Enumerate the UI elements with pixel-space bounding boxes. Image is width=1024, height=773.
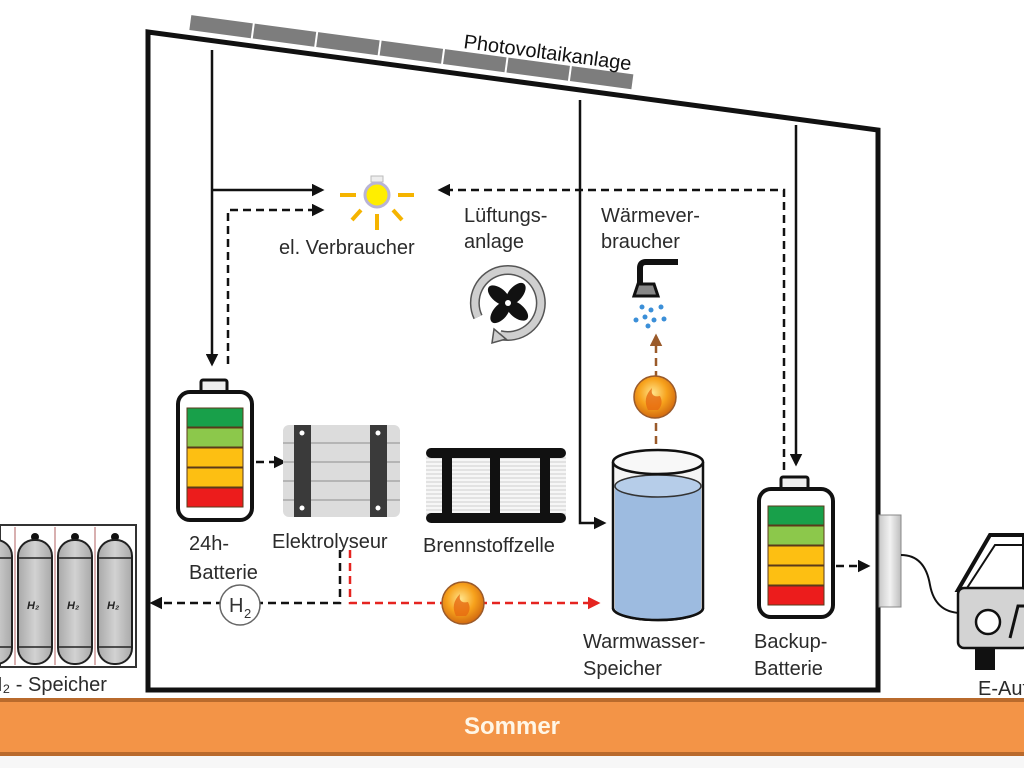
battery-level-segment xyxy=(186,447,244,468)
flame-orb-icon xyxy=(441,581,485,625)
pv-panel xyxy=(569,66,634,90)
battery-level-segment xyxy=(767,505,825,526)
bottom-strip xyxy=(0,756,1024,768)
h2-bubble xyxy=(219,584,261,626)
pv-feed-lines xyxy=(205,50,803,530)
h2-bubble-label: H xyxy=(229,595,243,617)
hotwater-label-line2: Speicher xyxy=(583,658,662,680)
h2-bubble-sub: 2 xyxy=(244,606,251,621)
wallbox-icon xyxy=(878,514,961,614)
pv-panel xyxy=(252,23,317,47)
heat-consumer-label-line2: braucher xyxy=(601,231,680,253)
hotwater-label-line1: Warmwasser- xyxy=(583,631,706,653)
h2-storage: H₂ H₂ H₂ H₂ xyxy=(0,524,137,668)
battery-backup-icon xyxy=(757,475,835,619)
h2-storage-label: H₂ - Speicher xyxy=(0,674,107,696)
h2-tank-label: H₂ xyxy=(27,600,39,612)
battery-level-segment xyxy=(186,487,244,508)
pv-panel xyxy=(316,32,380,56)
shower-icon xyxy=(631,259,678,329)
water-drops xyxy=(633,304,667,329)
pv-panel xyxy=(506,57,570,81)
gas-cylinder-icon: H₂ xyxy=(94,527,133,665)
battery-level-segment xyxy=(186,427,244,448)
fuelcell-label: Brennstoffzelle xyxy=(423,535,555,557)
battery-level-segment xyxy=(767,585,825,606)
season-banner: Sommer xyxy=(0,698,1024,756)
battery-24h-icon xyxy=(176,378,254,522)
pv-array xyxy=(189,15,634,90)
battery24-label-line1: 24h- xyxy=(189,533,230,555)
ventilation-label-line1: Lüftungs- xyxy=(464,205,548,227)
battery-flows xyxy=(149,183,871,610)
battery24-label-line2: Batterie xyxy=(189,562,258,584)
fan-icon xyxy=(469,264,546,345)
car-icon xyxy=(954,533,1024,670)
backup-label-line2: Batterie xyxy=(754,658,823,680)
flame-orb-icon xyxy=(633,375,677,419)
backup-label-line1: Backup- xyxy=(754,631,828,653)
gas-cylinder-icon: H₂ xyxy=(54,527,93,665)
pv-panel xyxy=(443,49,507,73)
season-label: Sommer xyxy=(463,713,561,740)
ecar-label: E-Auto xyxy=(978,678,1024,700)
battery-level-segment xyxy=(767,565,825,586)
fuel-cell-icon xyxy=(426,448,566,523)
electrolyser-label: Elektrolyseur xyxy=(272,531,388,553)
consumer-label: el. Verbraucher xyxy=(279,237,415,259)
h2-tank-label: H₂ xyxy=(107,600,119,612)
gas-cylinder-icon: H₂ xyxy=(0,539,13,665)
battery-level-segment xyxy=(767,545,825,566)
ventilation-label-line2: anlage xyxy=(464,231,525,253)
gas-cylinder-icon: H₂ xyxy=(14,527,53,665)
heat-consumer-label-line1: Wärmever- xyxy=(601,205,700,227)
battery-level-segment xyxy=(767,525,825,546)
light-bulb-icon xyxy=(340,175,414,230)
pv-panel xyxy=(379,40,444,64)
battery-level-segment xyxy=(186,467,244,488)
h2-tank-label: H₂ xyxy=(67,600,79,612)
electrolyser-icon xyxy=(283,425,400,517)
pv-panel xyxy=(189,15,253,39)
house-outline xyxy=(145,29,881,693)
battery-level-segment xyxy=(186,407,244,428)
water-tank-icon xyxy=(611,448,705,622)
